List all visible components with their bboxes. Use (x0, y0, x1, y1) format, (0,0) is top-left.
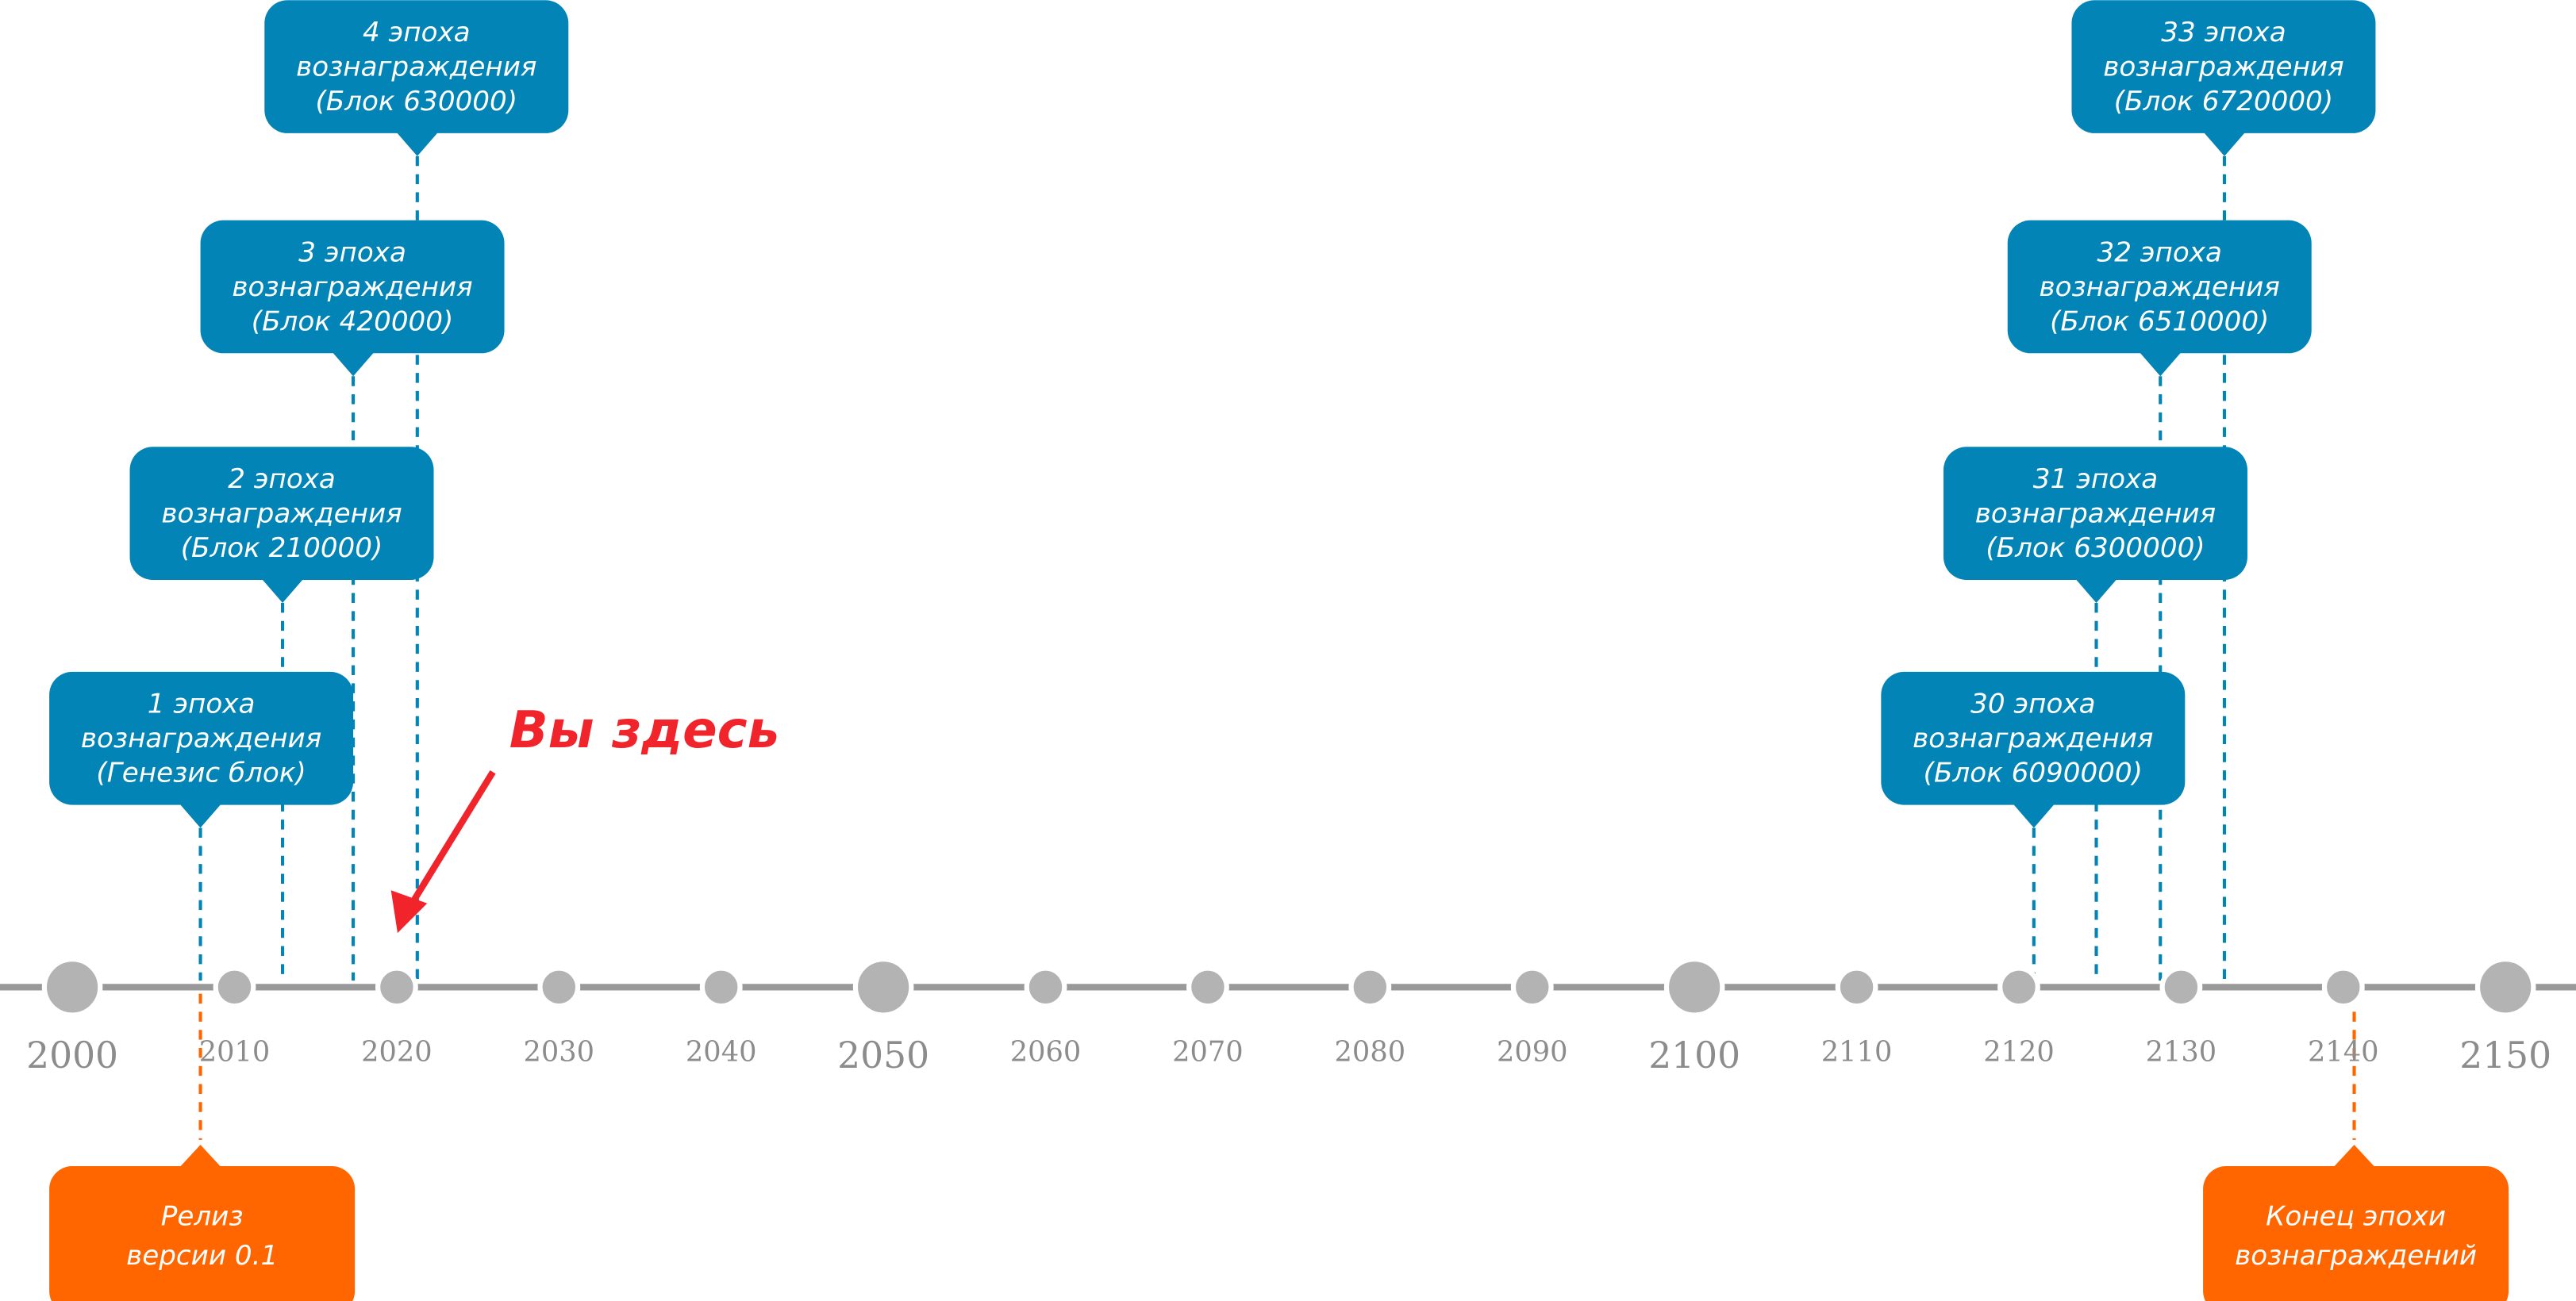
year-label: 2090 (1497, 1036, 1568, 1069)
timeline-node (213, 965, 256, 1009)
callout-text: вознаграждения (1975, 498, 2216, 530)
callout-pointer (2139, 351, 2182, 377)
callout-text: 3 эпоха (298, 236, 406, 268)
callout-text: (Блок 6720000) (2114, 86, 2333, 117)
callout-text: вознаграждения (2103, 51, 2343, 83)
timeline-node (41, 957, 103, 1018)
callout-pointer (2074, 578, 2118, 603)
timeline-node (1510, 965, 1554, 1009)
year-label: 2040 (686, 1036, 757, 1069)
callout-box (2071, 0, 2376, 133)
callout-text: 4 эпоха (363, 17, 471, 48)
milestone-callout: Релиз версии 0.1 (49, 1145, 356, 1301)
timeline-node (1835, 965, 1878, 1009)
year-label: 2060 (1010, 1036, 1082, 1069)
year-label: 2030 (524, 1036, 595, 1069)
callout-text: (Блок 6300000) (1986, 532, 2205, 564)
timeline-node (1348, 965, 1392, 1009)
callout-text: 32 эпоха (2097, 236, 2222, 268)
callout-box (2007, 220, 2312, 354)
callout-text: вознаграждения (296, 51, 536, 83)
callout-text: 31 эпоха (2033, 463, 2158, 495)
callout-pointer (332, 351, 375, 377)
year-label: 2080 (1335, 1036, 1406, 1069)
callout-text: 1 эпоха (148, 689, 256, 720)
red-arrow-icon (411, 770, 496, 902)
callout-box (200, 220, 505, 354)
timeline-node (1024, 965, 1067, 1009)
year-label: 2110 (1821, 1036, 1893, 1069)
year-label: 2070 (1172, 1036, 1244, 1069)
timeline-node (1663, 957, 1725, 1018)
callout-text: вознаграждения (161, 498, 402, 530)
callout-text: (Блок 6090000) (1924, 758, 2143, 789)
year-label: 2100 (1648, 1034, 1740, 1076)
callout-box (49, 1166, 356, 1301)
callout-pointer (395, 131, 439, 156)
timeline-node (1997, 965, 2040, 1009)
year-label: 2120 (1983, 1036, 2055, 1069)
timeline-node (2159, 965, 2203, 1009)
callout-text: (Блок 630000) (315, 86, 517, 117)
callout-box (1881, 671, 2186, 805)
callout-text: вознаграждений (2235, 1240, 2477, 1272)
callout-text: 30 эпоха (1970, 689, 2095, 720)
callout-text: вознаграждения (232, 271, 472, 303)
callout-text: вознаграждения (1913, 723, 2153, 754)
year-label: 2020 (361, 1036, 433, 1069)
callout-pointer (261, 578, 304, 603)
callout-text: вознаграждения (2040, 271, 2280, 303)
year-label: 2140 (2308, 1036, 2379, 1069)
timeline-node (699, 965, 743, 1009)
callout-text: (Генезис блок) (96, 758, 306, 789)
timeline-node (2321, 965, 2365, 1009)
callout-pointer (179, 803, 222, 828)
timeline-node (1186, 965, 1229, 1009)
callout-text: (Блок 420000) (252, 305, 454, 337)
timeline-node (2474, 957, 2536, 1018)
callout-text: Конец эпохи (2266, 1201, 2446, 1233)
milestone-callout: Конец эпохи вознаграждений (2203, 1145, 2509, 1301)
callout-box (264, 0, 569, 133)
callout-pointer (179, 1145, 222, 1169)
year-label: 2050 (837, 1034, 929, 1076)
callout-text: (Блок 210000) (181, 532, 383, 564)
callout-box (1943, 447, 2247, 580)
callout-box (49, 671, 354, 805)
year-label: 2010 (199, 1036, 271, 1069)
you-are-here-label: Вы здесь (509, 700, 779, 760)
callout-text: Релиз (161, 1201, 244, 1233)
callout-text: 2 эпоха (228, 463, 336, 495)
callout-pointer (2332, 1145, 2376, 1169)
callout-text: 33 эпоха (2161, 17, 2286, 48)
callout-text: версии 0.1 (126, 1240, 278, 1272)
timeline-node (375, 965, 418, 1009)
callout-text: вознаграждения (81, 723, 321, 754)
callout-pointer (2012, 803, 2055, 828)
timeline-nodes: 2000 2010 2020 2030 2040 2050 2060 2070 2080 2090… (26, 957, 2551, 1076)
timeline-node (537, 965, 581, 1009)
callout-box (2203, 1166, 2509, 1301)
timeline-node (852, 957, 914, 1018)
callout-pointer (2203, 131, 2246, 156)
callout-box (129, 447, 434, 580)
arrow-head-icon (390, 890, 428, 934)
you-are-here-marker: Вы здесь (390, 700, 779, 934)
callout-text: (Блок 6510000) (2050, 305, 2269, 337)
year-label: 2150 (2459, 1034, 2551, 1076)
year-label: 2130 (2146, 1036, 2217, 1069)
year-label: 2000 (26, 1034, 118, 1076)
